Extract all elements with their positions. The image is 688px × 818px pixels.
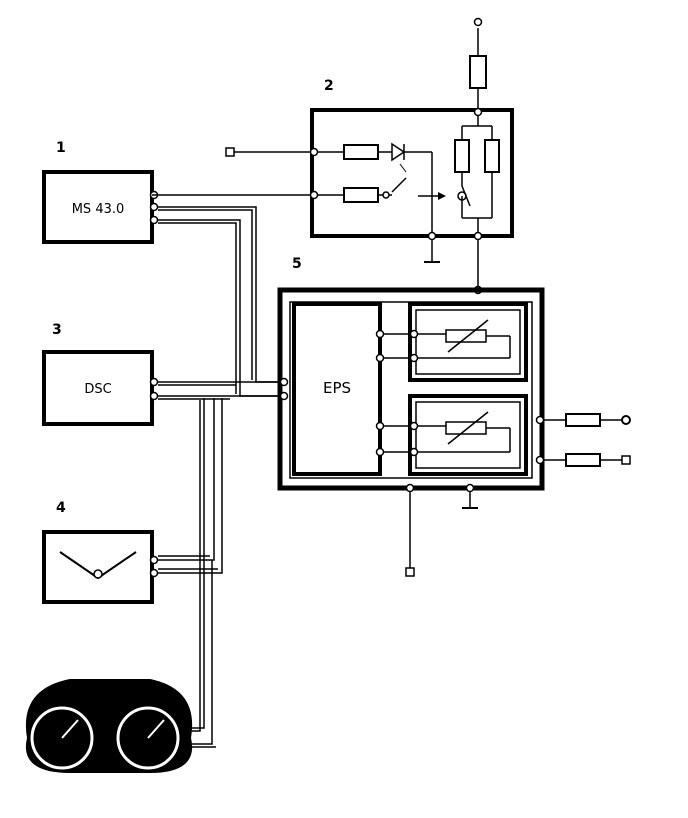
eps-unit-label: EPS	[323, 379, 351, 397]
block-5-label: 5	[292, 256, 302, 272]
dsc-unit-label: DSC	[84, 382, 111, 397]
ms-unit-block: MS 43.0	[42, 170, 159, 244]
block-1-label: 1	[56, 140, 66, 156]
output-resistor-icon	[565, 413, 601, 427]
sensor-block	[152, 17, 514, 263]
instrument-cluster-icon	[25, 679, 193, 773]
wiring-harness	[158, 206, 280, 748]
block-3-label: 3	[52, 322, 62, 338]
resistor-icon	[343, 144, 379, 160]
output-terminal-icon	[621, 415, 631, 425]
photo-sensor-icon	[391, 142, 432, 173]
potentiometer-icon-2	[445, 411, 489, 445]
dsc-unit-block: DSC	[42, 350, 159, 426]
eps-module-block: EPS	[277, 287, 631, 577]
top-terminal-icon	[473, 17, 483, 27]
bottom-terminal-icon	[405, 567, 415, 577]
steering-unit-block	[42, 530, 159, 604]
ms-unit-label: MS 43.0	[72, 202, 125, 217]
block-2-label: 2	[324, 78, 334, 94]
input-terminal-icon	[225, 147, 235, 157]
block-4-label: 4	[56, 500, 66, 516]
